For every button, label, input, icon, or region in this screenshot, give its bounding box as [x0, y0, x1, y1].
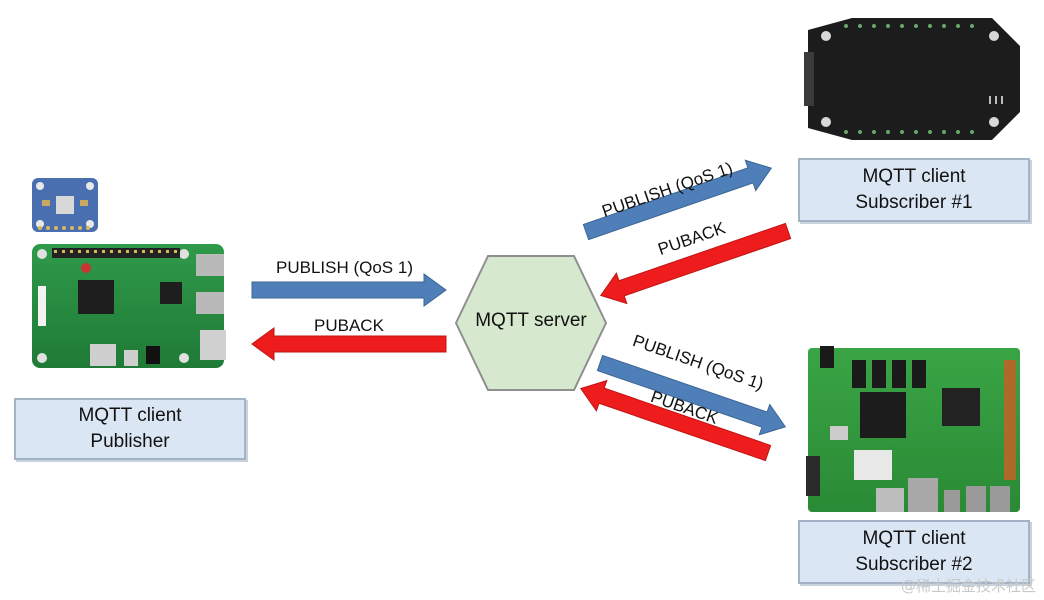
- subscriber1-label-line2: Subscriber #1: [855, 192, 973, 213]
- subscriber2-puback-arrow: [579, 379, 772, 462]
- dev-board-image: [806, 346, 1020, 512]
- server-hexagon: [454, 255, 608, 391]
- server-label: MQTT server: [475, 310, 587, 331]
- publisher-puback-label: PUBACK: [314, 316, 384, 335]
- publisher-label-line1: MQTT client: [78, 405, 182, 426]
- subscriber2-label-line2: Subscriber #2: [855, 554, 973, 575]
- subscriber1-label-box: MQTT client Subscriber #1: [798, 158, 1030, 222]
- publisher-label-box: MQTT client Publisher: [14, 398, 246, 460]
- publisher-puback-arrow: [251, 327, 447, 361]
- beaglebone-image: [804, 18, 1020, 140]
- watermark-text: @稀土掘金技术社区: [900, 577, 1036, 595]
- publisher-publish-arrow: [251, 273, 447, 307]
- sensor-board-image: [32, 178, 98, 232]
- subscriber2-label-box: MQTT client Subscriber #2: [798, 520, 1030, 584]
- publisher-publish-label: PUBLISH (QoS 1): [276, 258, 413, 277]
- subscriber1-puback-arrow: [599, 222, 792, 305]
- subscriber1-label-line1: MQTT client: [862, 166, 966, 187]
- subscriber1-publish-arrow: [582, 159, 773, 241]
- publisher-label-line2: Publisher: [90, 431, 170, 452]
- subscriber2-publish-arrow: [596, 354, 787, 436]
- raspberry-pi-image: [32, 244, 226, 368]
- subscriber2-label-line1: MQTT client: [862, 528, 966, 549]
